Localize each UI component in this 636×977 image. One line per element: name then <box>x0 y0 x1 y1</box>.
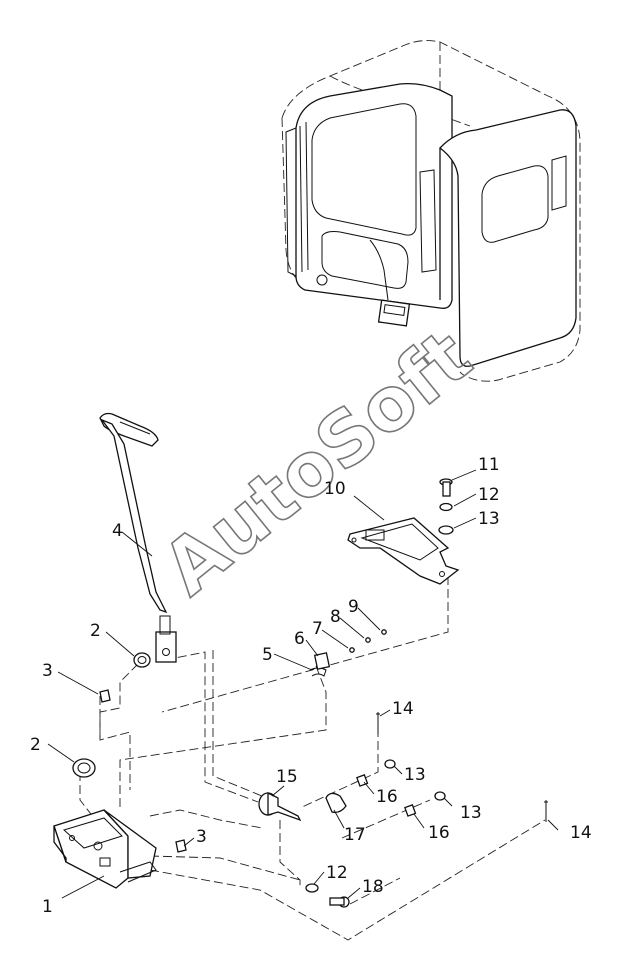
bolt-18 <box>329 896 350 908</box>
callout-16-upper: 16 <box>376 787 398 807</box>
callout-8: 8 <box>330 607 341 627</box>
callout-3-lower: 3 <box>196 827 207 847</box>
nut-13-right <box>434 791 446 801</box>
callout-15: 15 <box>276 767 298 787</box>
leader-lines <box>47 469 559 899</box>
nut-13-mid <box>384 759 396 769</box>
washer-9 <box>381 629 387 635</box>
washer-12-top <box>439 502 453 512</box>
callout-14-lower: 14 <box>570 823 592 843</box>
washer-12-bottom <box>305 883 319 893</box>
callout-13-mid: 13 <box>404 765 426 785</box>
cam-17 <box>325 792 347 814</box>
callout-13-top: 13 <box>478 509 500 529</box>
pin-14-lower <box>544 800 548 822</box>
screw-3-upper <box>99 689 111 703</box>
switch-6 <box>313 652 331 670</box>
spacer-16-lower <box>404 804 417 817</box>
washer-8 <box>365 637 371 643</box>
callout-1: 1 <box>42 897 53 917</box>
callout-6: 6 <box>294 629 305 649</box>
callout-2-lower: 2 <box>30 735 41 755</box>
grommet-2-upper <box>133 652 151 668</box>
screw-3-lower <box>175 839 187 853</box>
callout-10: 10 <box>324 479 346 499</box>
callout-9: 9 <box>348 597 359 617</box>
washer-13-top <box>438 525 454 535</box>
callout-2-upper: 2 <box>90 621 101 641</box>
bracket-part <box>347 517 460 585</box>
grommet-2-lower <box>72 758 96 778</box>
base-part <box>53 809 157 889</box>
nut-7 <box>349 647 355 653</box>
callout-4: 4 <box>112 521 123 541</box>
callout-12-top: 12 <box>478 485 500 505</box>
assembly-lines <box>79 576 546 941</box>
lever-part <box>99 412 177 663</box>
callout-18: 18 <box>362 877 384 897</box>
callout-5: 5 <box>262 645 273 665</box>
clip-5 <box>309 667 327 677</box>
callout-14-upper: 14 <box>392 699 414 719</box>
arm-15 <box>258 791 302 822</box>
callout-3-upper: 3 <box>42 661 53 681</box>
callout-13-right: 13 <box>460 803 482 823</box>
callout-7: 7 <box>312 619 323 639</box>
callout-17: 17 <box>344 825 366 845</box>
cab-assembly <box>281 40 581 382</box>
pin-14-upper <box>376 712 380 734</box>
bolt-11 <box>439 478 453 497</box>
callout-16-lower: 16 <box>428 823 450 843</box>
callout-11: 11 <box>478 455 500 475</box>
callout-labels: 1 2 2 3 3 4 5 6 7 8 9 10 11 12 12 13 13 … <box>30 455 592 917</box>
callout-12-bottom: 12 <box>326 863 348 883</box>
